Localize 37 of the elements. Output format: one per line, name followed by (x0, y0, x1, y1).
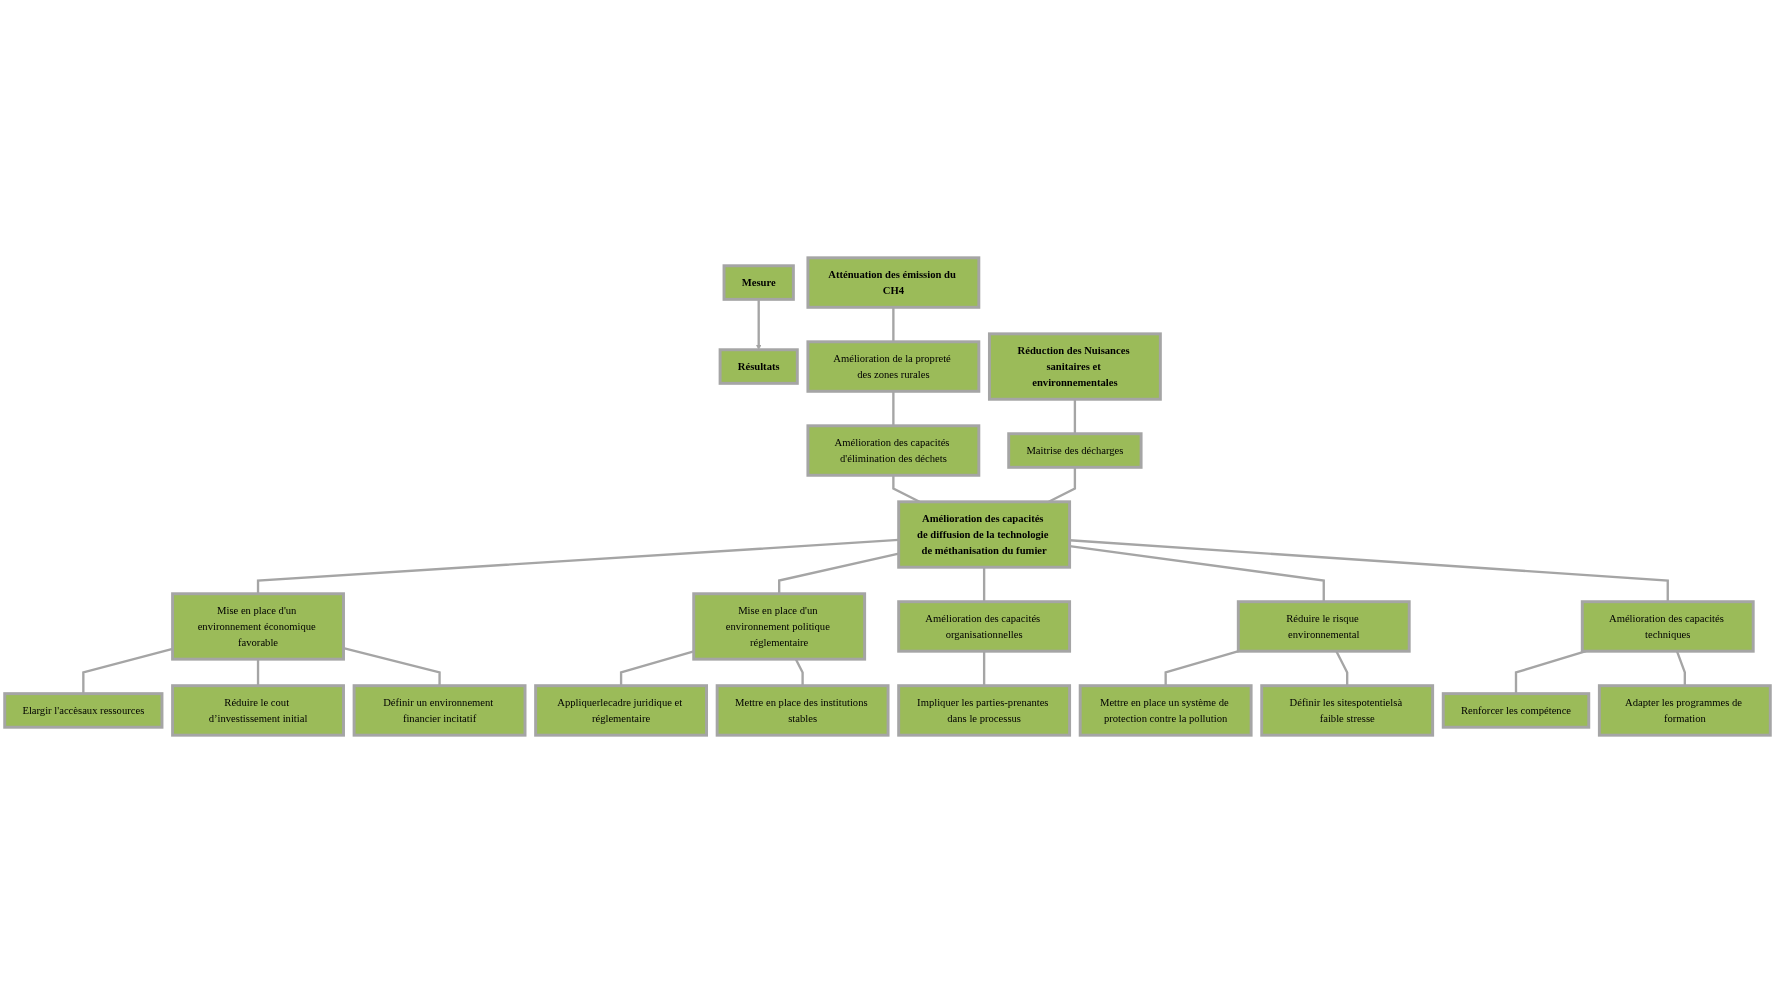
connector (892, 391, 895, 426)
node-box (1260, 684, 1435, 737)
node-box (718, 348, 799, 385)
connector (343, 646, 441, 686)
node-box (987, 332, 1162, 401)
connector (256, 659, 260, 686)
node-box (806, 424, 981, 477)
node-box (3, 692, 164, 729)
connector (892, 307, 895, 342)
node-box (692, 592, 867, 661)
connector (256, 538, 899, 594)
node-box (1007, 432, 1143, 469)
connector (1164, 650, 1239, 686)
node-box (1441, 692, 1591, 729)
connector (1069, 539, 1669, 602)
node-box (897, 500, 1072, 569)
connector (778, 552, 899, 594)
node-box (1236, 600, 1411, 653)
connector (982, 651, 986, 686)
node-box (715, 684, 890, 737)
node-box (534, 684, 708, 737)
connector (982, 567, 986, 602)
connector (82, 647, 173, 694)
node-box (171, 684, 345, 737)
node-box (352, 684, 527, 737)
node-box (1078, 684, 1253, 737)
arrow (756, 299, 762, 350)
node-box (806, 340, 981, 393)
connector (1073, 399, 1077, 434)
node-box (897, 600, 1072, 653)
connector (1069, 544, 1325, 602)
node-box (897, 684, 1072, 737)
node-box (806, 256, 981, 309)
node-box (1580, 600, 1755, 653)
node-box (1597, 684, 1772, 737)
node-box (722, 264, 795, 301)
node-box (171, 592, 345, 661)
